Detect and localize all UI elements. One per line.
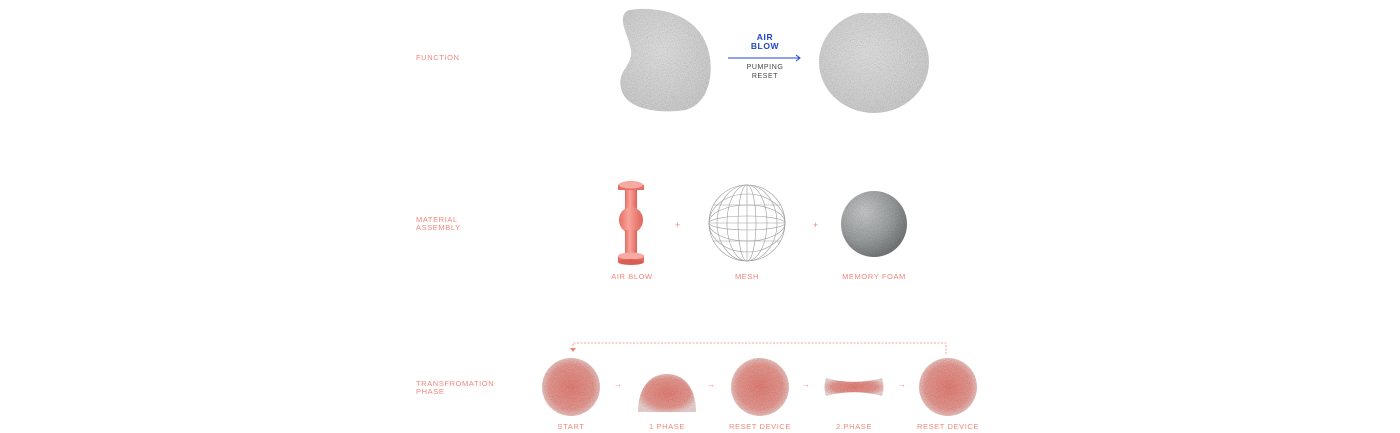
phase-two-pinched-shape [824, 378, 884, 396]
loop-back-dashed-arrow [570, 342, 947, 354]
air-blow-arrow [728, 54, 801, 62]
air-blow-pillar-icon [618, 181, 644, 265]
phase-reset-shape [919, 358, 977, 416]
pumping-reset-label: PUMPING RESET [746, 64, 784, 80]
phase-caption-reset-device: RESET DEVICE [916, 422, 980, 431]
section-label-function: FUNCTION [416, 53, 460, 62]
memory-foam-sphere-icon [841, 191, 907, 257]
phase-arrow: → [614, 380, 622, 389]
phase-arrow: → [898, 380, 906, 389]
phase-caption-reset-device: RESET DEVICE [728, 422, 792, 431]
mesh-sphere-icon [708, 184, 786, 262]
assembly-caption-air-blow: AIR BLOW [611, 272, 653, 281]
phase-reset-shape [731, 358, 789, 416]
phase-caption-two: 2.PHASE [836, 422, 872, 431]
phase-arrow: → [707, 380, 715, 389]
reset-foam-sphere [818, 10, 930, 113]
phase-one-half-dome-shape [638, 374, 696, 412]
plus-sign: + [813, 220, 819, 230]
deformed-foam-shape [620, 8, 711, 112]
phase-arrow: → [802, 380, 810, 389]
air-blow-label: AIR BLOW [750, 32, 780, 51]
phase-caption-one: 1 PHASE [649, 422, 685, 431]
assembly-caption-memory-foam: MEMORY FOAM [842, 272, 906, 281]
section-label-transformation-phase: TRANSFROMATION PHASE [416, 379, 495, 396]
plus-sign: + [675, 220, 681, 230]
phase-caption-start: START [557, 422, 585, 431]
assembly-caption-mesh: MESH [734, 272, 760, 281]
phase-start-shape [542, 358, 600, 416]
section-label-material-assembly: MATERIAL ASSEMBLY [416, 215, 461, 232]
